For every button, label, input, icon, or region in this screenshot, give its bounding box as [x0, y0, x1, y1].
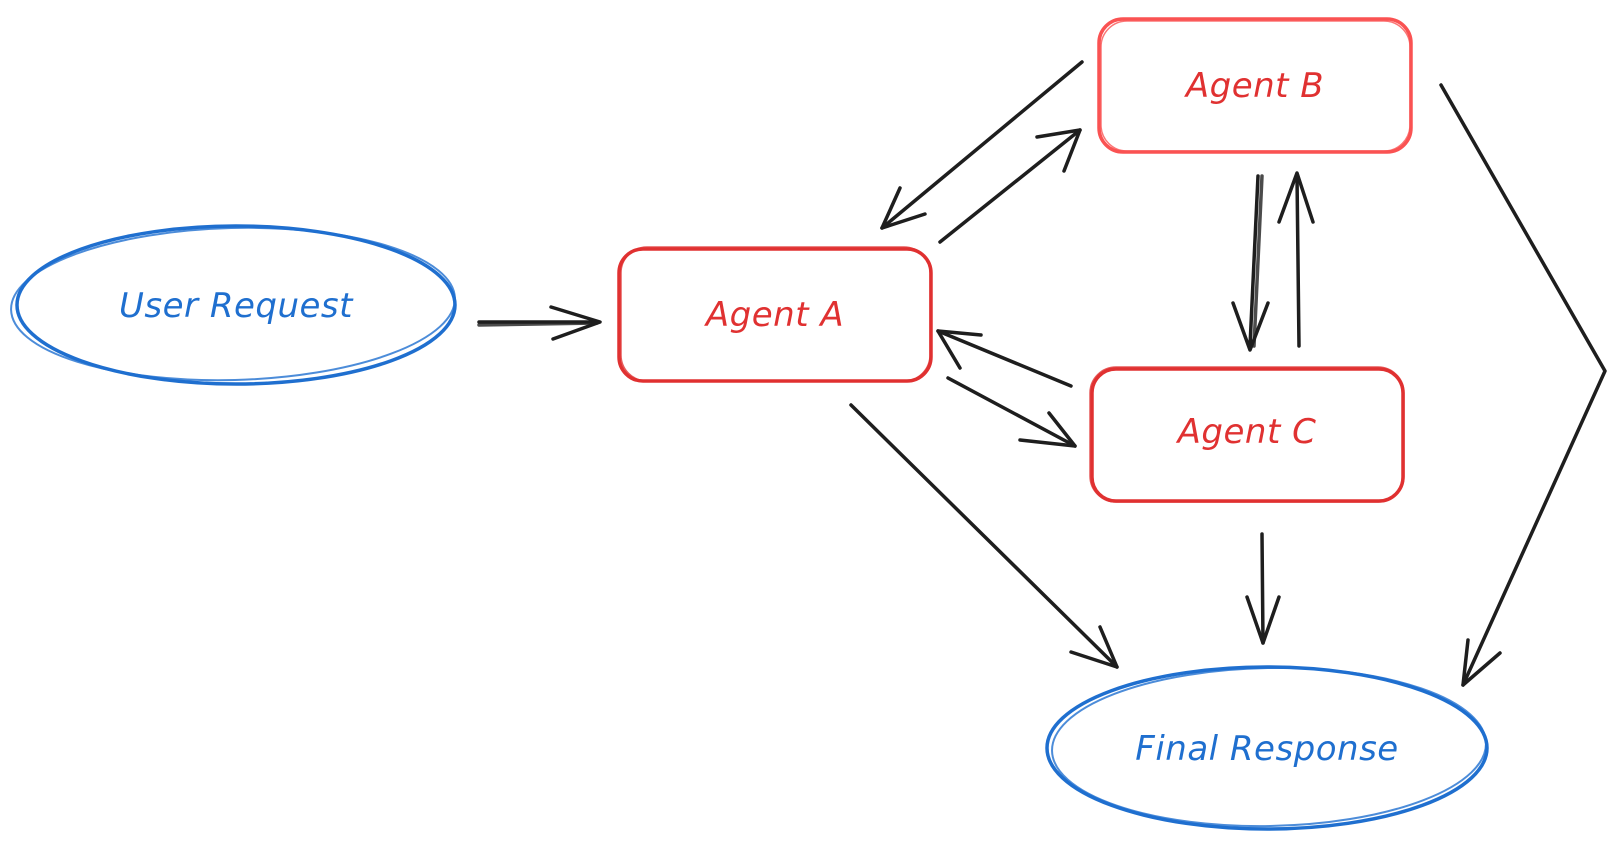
node-agent-b-shape	[1097, 17, 1413, 154]
node-agent-c-shape	[1090, 367, 1405, 503]
edge-agent-b-to-agent-a	[880, 60, 1084, 230]
edge-agent-a-to-agent-b	[938, 128, 1082, 244]
node-final-response-shape-sketch	[1051, 666, 1487, 828]
edge-agent-c-to-agent-a	[936, 329, 1073, 388]
edge-agent-b-to-agent-c	[1231, 174, 1270, 352]
node-agent-b[interactable]: Agent B	[1097, 17, 1413, 154]
node-user-request-label: User Request	[119, 286, 354, 326]
node-agent-c-shape-sketch	[1089, 366, 1405, 503]
node-agent-c[interactable]: Agent C	[1089, 366, 1405, 503]
node-agent-c-label: Agent C	[1176, 412, 1317, 452]
node-agent-b-label: Agent B	[1184, 66, 1324, 106]
node-agent-a[interactable]: Agent A	[617, 246, 933, 383]
node-agent-b-shape-sketch	[1100, 20, 1411, 152]
edge-agent-a-to-agent-c	[946, 376, 1077, 448]
edge-agent-b-to-final-response	[1439, 83, 1607, 687]
node-agent-a-label: Agent A	[704, 295, 844, 335]
node-final-response[interactable]: Final Response	[1045, 664, 1489, 831]
edge-agent-c-to-final-response	[1245, 532, 1281, 645]
node-user-request[interactable]: User Request	[9, 222, 457, 386]
edge-user-request-to-agent-a	[477, 305, 602, 341]
node-final-response-label: Final Response	[1135, 729, 1398, 769]
edge-agent-a-to-final-response	[849, 403, 1119, 669]
edge-agent-c-to-agent-b	[1277, 171, 1315, 348]
node-user-request-shape-sketch	[10, 226, 456, 382]
node-final-response-shape	[1045, 665, 1489, 831]
node-agent-a-shape-sketch	[620, 246, 931, 382]
